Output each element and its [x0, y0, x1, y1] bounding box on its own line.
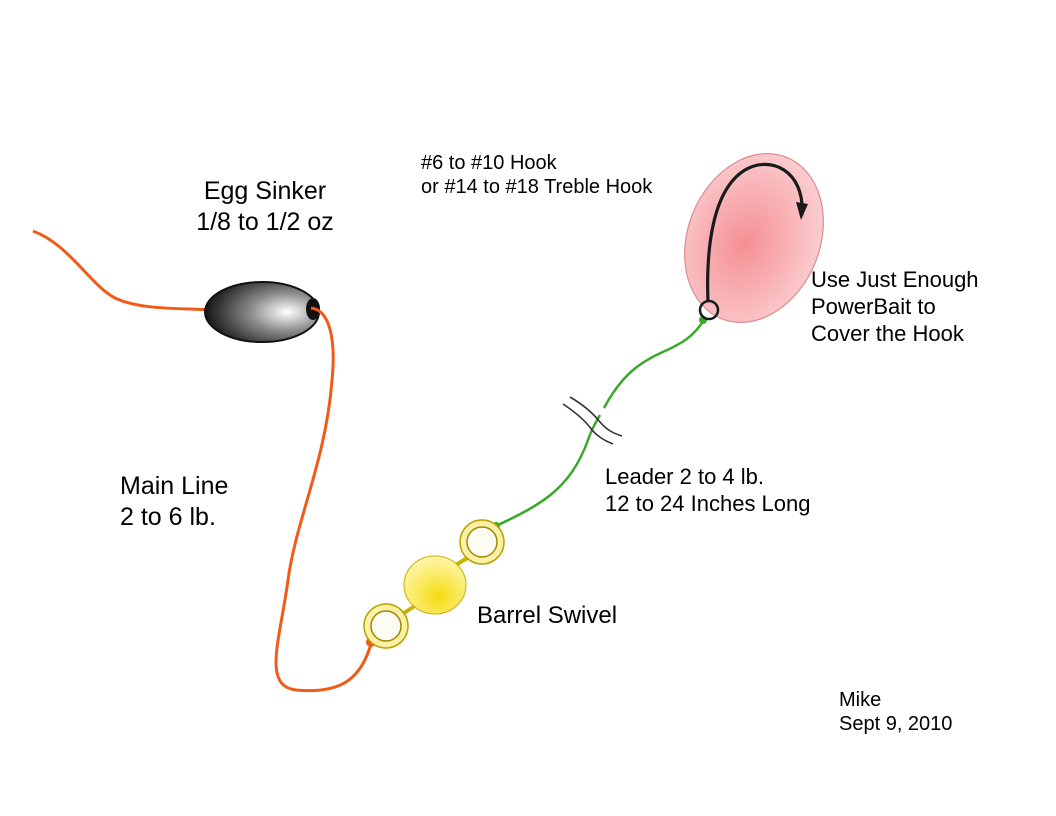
main-line-tail [32, 229, 213, 312]
treble-hook-size: or #14 to #18 Treble Hook [421, 176, 653, 199]
hook-shank [706, 162, 804, 303]
powerbait-line-1: Use Just Enough [811, 267, 979, 292]
leader-length: 12 to 24 Inches Long [605, 490, 811, 516]
powerbait-line-3: Cover the Hook [811, 320, 964, 346]
egg-sinker-label: Egg Sinker 1/8 to 1/2 oz [180, 176, 350, 237]
leader-break-mark-1 [562, 403, 614, 445]
leader-weight: Leader 2 to 4 lb. [605, 464, 765, 489]
signature-name: Mike [839, 689, 882, 711]
swivel-ring-bottom-inner [370, 610, 402, 642]
egg-sinker [204, 281, 320, 343]
swivel-ring-top-inner [466, 526, 498, 558]
main-line [274, 306, 374, 693]
main-line-weight: 2 to 6 lb. [120, 502, 216, 531]
signature-date: Sept 9, 2010 [839, 713, 953, 736]
barrel-swivel-label: Barrel Swivel [477, 602, 618, 629]
egg-sinker-weight: 1/8 to 1/2 oz [196, 207, 334, 236]
hook-eye [698, 299, 720, 321]
signature: Mike Sept 9, 2010 [839, 688, 952, 737]
powerbait-line-2: PowerBait to [811, 293, 936, 319]
egg-sinker-title: Egg Sinker [203, 177, 327, 205]
main-line-title: Main Line [120, 472, 229, 500]
powerbait [684, 153, 824, 323]
hook-barb [796, 202, 808, 220]
hook-size: #6 to #10 Hook [421, 152, 557, 174]
powerbait-label: Use Just Enough PowerBait to Cover the H… [811, 267, 979, 347]
leader-line-upper [602, 317, 707, 409]
leader-label: Leader 2 to 4 lb. 12 to 24 Inches Long [605, 464, 811, 518]
leader-line-lower [495, 414, 602, 528]
leader-break-mark-2 [569, 396, 623, 437]
hook-label: #6 to #10 Hook or #14 to #18 Treble Hook [421, 151, 652, 200]
main-line-label: Main Line 2 to 6 lb. [120, 471, 228, 532]
swivel-barrel [403, 555, 467, 615]
